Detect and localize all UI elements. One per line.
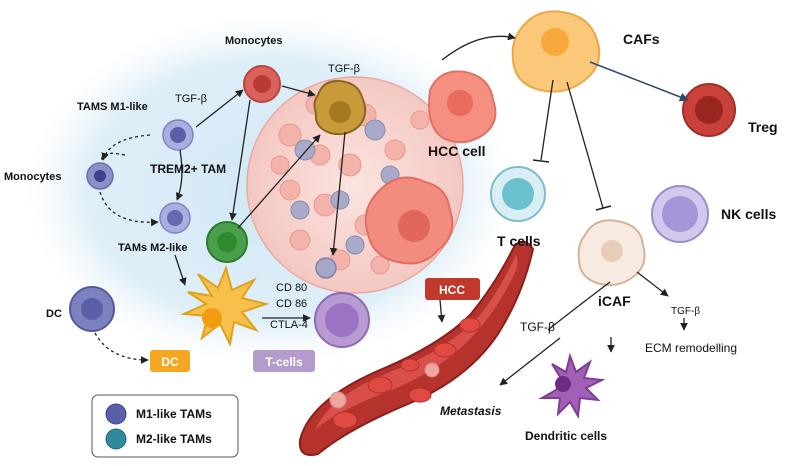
dc-tag-text: DC <box>161 355 179 369</box>
monocyte-top-nucleus <box>253 75 271 93</box>
label-metastasis: Metastasis <box>440 404 502 418</box>
hcc-tag-text: HCC <box>439 283 465 297</box>
label-tams-m2-like: TAMs M2-like <box>118 242 187 254</box>
dendritic-cell-purple-nucleus <box>555 376 571 392</box>
label-cd86: CD 86 <box>276 298 307 310</box>
tgf-beta-cell-nucleus <box>329 101 351 123</box>
label-tgf-beta-2: TGF-β <box>175 93 207 105</box>
label-cafs: CAFs <box>623 31 660 47</box>
label-t-cells: T cells <box>497 233 541 249</box>
label-trem2-tam: TREM2+ TAM <box>150 162 226 176</box>
t-cells-tag-text: T-cells <box>265 355 303 369</box>
legend-m2-label: M2-like TAMs <box>136 432 212 446</box>
label-tams-m1-like: TAMS M1-like <box>77 101 148 113</box>
label-dendritic-cells: Dendritic cells <box>525 429 607 443</box>
dc-left-nucleus <box>81 298 103 320</box>
tams-m1-nucleus <box>170 127 186 143</box>
label-nk-cells: NK cells <box>721 206 776 222</box>
label-tgf-beta-3: TGF-β <box>520 320 555 334</box>
green-macrophage-nucleus <box>217 232 237 252</box>
legend-m1-label: M1-like TAMs <box>136 407 212 421</box>
label-tgf-beta-4: TGF-β <box>671 306 700 317</box>
t-cells-teal-nucleus <box>502 178 534 210</box>
label-hcc-cell: HCC cell <box>428 143 486 159</box>
dc-tag <box>150 350 190 372</box>
tumor-cell-in-vessel-2 <box>424 362 440 378</box>
label-treg: Treg <box>748 119 778 135</box>
arrows <box>94 32 688 386</box>
label-ctla4: CTLA-4 <box>270 319 308 331</box>
hcc-cell-large-nucleus <box>398 210 430 242</box>
treg-cell-nucleus <box>695 96 723 124</box>
legend-box <box>91 394 239 458</box>
label-dc-left: DC <box>46 308 62 320</box>
icaf-cell-nucleus <box>601 240 623 262</box>
tams-m2-nucleus <box>167 210 183 226</box>
legend-m1-swatch <box>105 403 127 425</box>
inhibition-bars <box>532 159 612 211</box>
label-monocytes-left: Monocytes <box>4 171 61 183</box>
small-immune-cell <box>315 257 337 279</box>
label-icaf: iCAF <box>598 293 631 309</box>
hcc-tag <box>425 278 480 300</box>
t-cell-purple-nucleus <box>325 303 359 337</box>
nk-cell-nucleus <box>662 196 698 232</box>
label-cd80: CD 80 <box>276 282 307 294</box>
legend-m2-swatch <box>105 428 127 450</box>
label-tgf-beta-1: TGF-β <box>328 63 360 75</box>
label-monocytes-top: Monocytes <box>225 35 282 47</box>
arrow-caf-to-treg <box>589 61 689 102</box>
dendritic-cell-purple <box>538 352 606 420</box>
red-blood-cells <box>332 317 481 429</box>
t-cells-tag <box>253 350 315 372</box>
hcc-cell-top-nucleus <box>447 90 473 116</box>
tumor-cell-in-vessel-1 <box>329 391 347 409</box>
caf-cell-nucleus <box>541 28 569 56</box>
monocyte-left-nucleus <box>94 170 106 182</box>
dc-dendritic-cell <box>180 264 270 348</box>
label-ecm-remodelling: ECM remodelling <box>645 341 737 355</box>
dc-dendritic-nucleus <box>202 308 222 328</box>
blood-vessel-inner <box>315 255 518 430</box>
